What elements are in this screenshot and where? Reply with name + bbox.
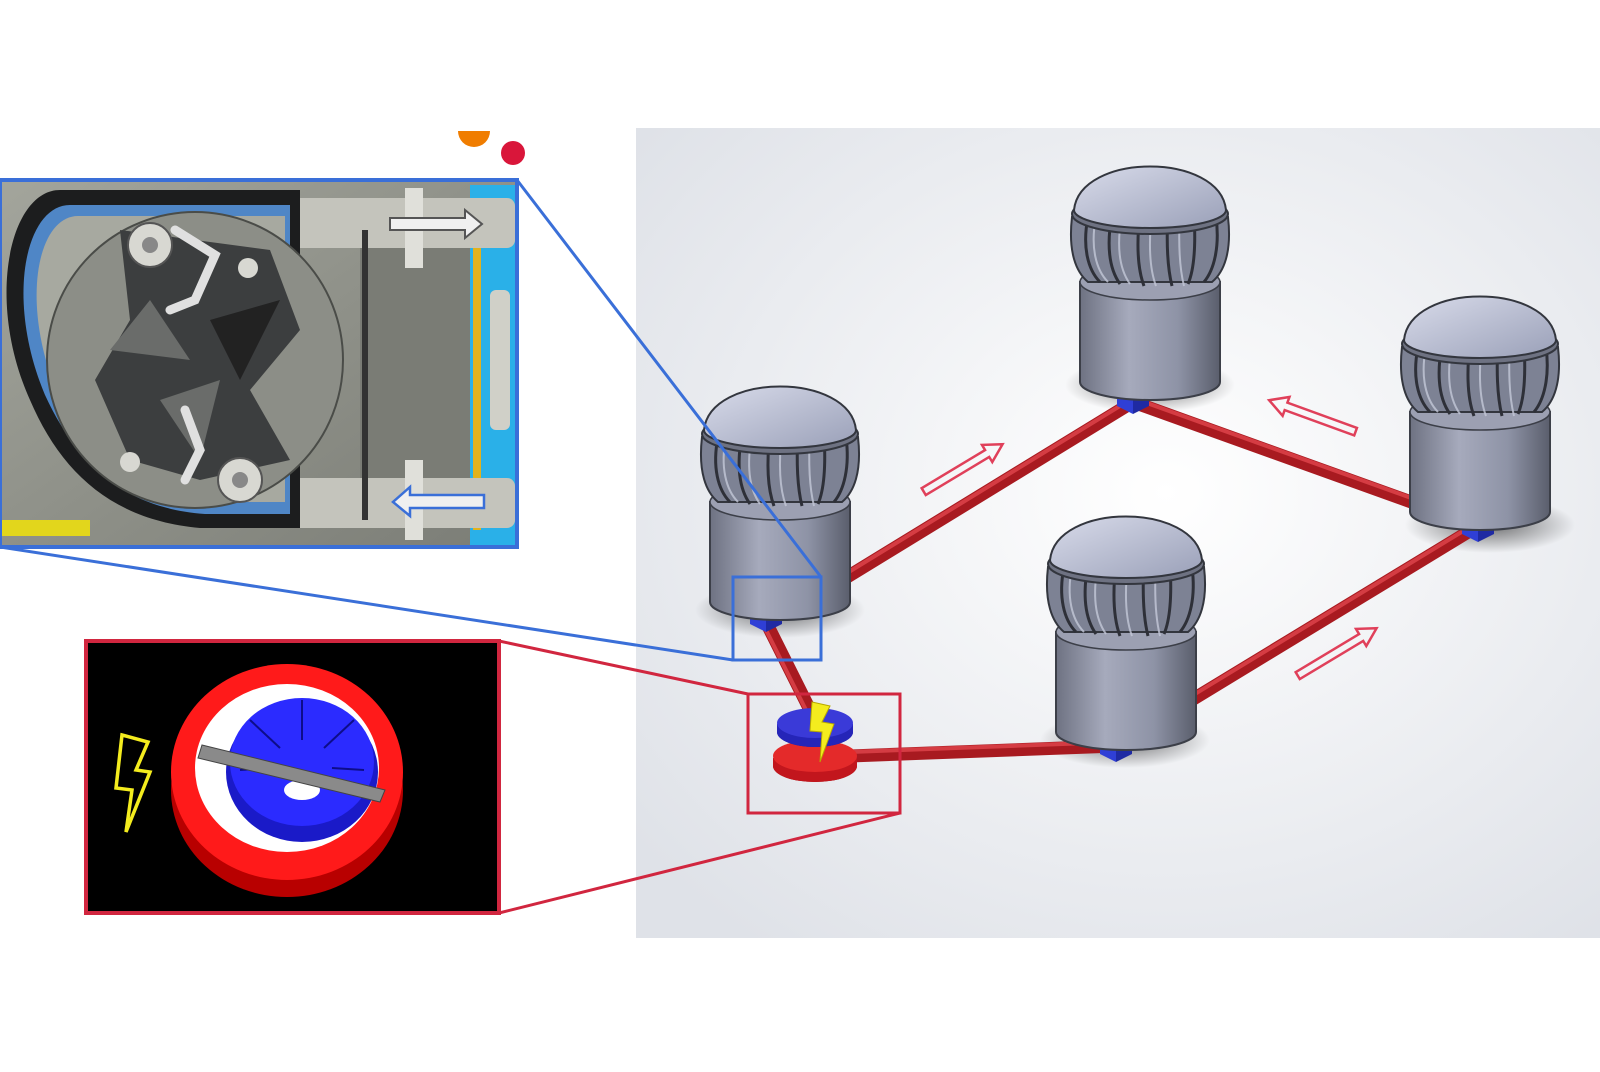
red-dot-icon [501, 141, 525, 165]
flow-arrow [1266, 395, 1359, 438]
generator-inset [84, 639, 501, 915]
pump-callout-marker [731, 575, 823, 662]
flow-arrow [1293, 626, 1379, 681]
turbine [1399, 295, 1561, 532]
pump-inset-frame [0, 178, 519, 549]
outflow-arrow-icon [389, 207, 484, 241]
turbine [1045, 515, 1207, 752]
lightning-icon [809, 701, 835, 763]
pump-leader-line [0, 545, 734, 662]
generator-callout-marker [746, 692, 902, 815]
generator-icon [773, 701, 857, 782]
flow-arrow [919, 442, 1005, 497]
pump-leader-line [515, 179, 823, 578]
orange-dot-icon [458, 131, 490, 147]
generator-leader-line [498, 639, 749, 696]
generator-detail-icon [171, 664, 403, 897]
turbine [699, 385, 861, 622]
generator-leader-line [498, 811, 901, 915]
lightning-icon [114, 732, 153, 833]
inflow-arrow-icon [391, 484, 486, 519]
turbine [1069, 165, 1231, 402]
peristaltic-pump-inset [0, 178, 519, 549]
